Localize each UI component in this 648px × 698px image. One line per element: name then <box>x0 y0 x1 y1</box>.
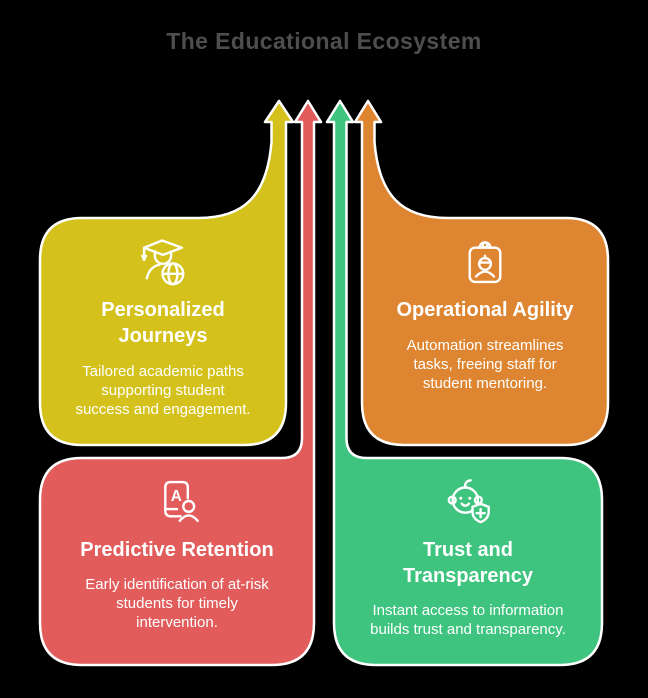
card-predictive-retention: A Predictive Retention Early identificat… <box>40 458 314 632</box>
card-title: Operational Agility <box>396 299 574 321</box>
card-description: Early identification of at-risk students… <box>85 576 269 631</box>
card-title: Trust and Transparency <box>402 539 534 587</box>
page-title: The Educational Ecosystem <box>166 28 482 54</box>
card-trust-and-transparency: Trust and Transparency Instant access to… <box>334 458 602 639</box>
graduate-student-globe-icon <box>136 236 190 290</box>
letter-a-glyph: A <box>171 488 182 505</box>
phone-letter-a-person-icon: A <box>150 474 204 528</box>
predictive-retention-arrow-shape <box>38 99 323 667</box>
trust-transparency-arrow-shape <box>325 99 604 667</box>
id-badge-person-icon <box>458 236 512 290</box>
card-title: Personalized Journeys <box>101 299 225 347</box>
card-personalized-journeys: Personalized Journeys Tailored academic … <box>40 218 286 419</box>
card-title: Predictive Retention <box>80 539 274 561</box>
card-description: Tailored academic paths supporting stude… <box>75 363 251 418</box>
card-description: Instant access to information builds tru… <box>370 602 566 638</box>
baby-face-health-shield-icon <box>441 474 495 528</box>
card-operational-agility: Operational Agility Automation streamlin… <box>362 218 608 393</box>
card-description: Automation streamlines tasks, freeing st… <box>406 337 564 392</box>
